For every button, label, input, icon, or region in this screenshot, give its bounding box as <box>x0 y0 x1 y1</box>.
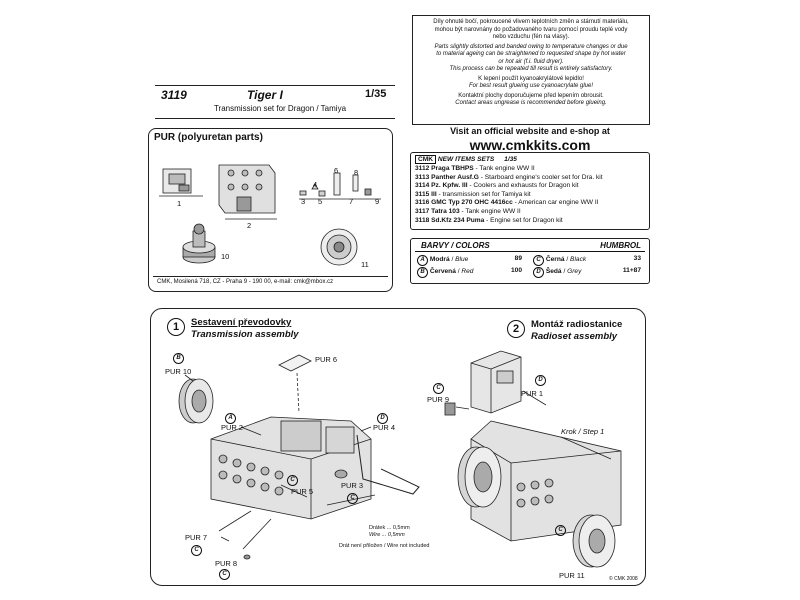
new-items-scale: 1/35 <box>504 156 517 163</box>
label-pur3: PUR 3 <box>341 481 364 490</box>
color-marker-c: C <box>347 493 358 504</box>
part-10 <box>182 223 216 264</box>
step2-title-cz: Montáž radiostanice <box>531 319 623 330</box>
color-marker-c: C <box>555 525 566 536</box>
parts-title: PUR (polyuretan parts) <box>154 132 263 143</box>
wire-note: Wire ... 0,5mm <box>369 532 405 538</box>
step1-title-cz: Sestavení převodovky <box>191 317 292 328</box>
color-row: B Červená / Red 100 <box>417 267 522 278</box>
colors-box: BARVY / COLORS HUMBROL A Modrá / Blue 89… <box>410 238 650 284</box>
list-item: 3118 Sd.Kfz 234 Puma - Engine set for Dr… <box>415 216 563 224</box>
step-number-2: 2 <box>507 320 525 338</box>
colors-header: BARVY / COLORS <box>421 241 490 250</box>
color-marker-d: D <box>535 375 546 386</box>
label-pur11: PUR 11 <box>559 571 585 580</box>
list-item: 3115 III - transmission set for Tamiya k… <box>415 190 531 198</box>
model-name: Tiger I <box>247 88 283 102</box>
product-code: 3119 <box>161 88 187 102</box>
warning-line: Contact areas ungrease is recommended be… <box>455 100 607 106</box>
parts-box: PUR (polyuretan parts) <box>148 128 393 292</box>
color-row: D Šedá / Grey 11+87 <box>533 267 641 278</box>
part-number: 10 <box>221 252 230 261</box>
part-11 <box>320 228 358 266</box>
parts-drawing <box>159 164 381 266</box>
part-number: 5 <box>318 197 323 206</box>
list-item: 3117 Tatra 103 - Tank engine WW II <box>415 207 521 215</box>
warning-line: mohou být narovnány do požadovaného tvar… <box>434 26 628 33</box>
warning-line: K lepení použít kyanoakrylátové lepidlo! <box>478 75 584 82</box>
parts-3-9 <box>299 172 381 200</box>
warning-line: Kontaktní plochy doporučujeme před lepen… <box>458 92 604 99</box>
warning-line: For best result glueing use cyanoacrylat… <box>468 83 594 89</box>
part-number: 2 <box>247 221 252 230</box>
part-number: 7 <box>349 197 354 206</box>
color-marker-c: C <box>219 569 230 580</box>
label-pur5: PUR 5 <box>291 487 314 496</box>
list-item: 3113 Panther Ausf.G - Starboard engine's… <box>415 173 603 181</box>
color-marker-c: C <box>287 475 298 486</box>
website-url[interactable]: www.cmkkits.com <box>469 137 591 153</box>
color-row: A Modrá / Blue 89 <box>417 255 522 266</box>
label-pur1: PUR 1 <box>521 389 544 398</box>
assembly-box: 1 Sestavení převodovky Transmission asse… <box>150 308 646 586</box>
title-box: 3119 Tiger I 1/35 Transmission set for D… <box>155 85 395 119</box>
color-marker-a: A <box>225 413 236 424</box>
label-step-ref: Krok / Step 1 <box>561 427 605 436</box>
part-number: 11 <box>361 260 369 269</box>
label-pur10: PUR 10 <box>165 367 192 376</box>
warning-line: Parts slightly distorted and banded owin… <box>434 43 628 50</box>
color-marker-c: C <box>191 545 202 556</box>
warning-line: to material ageing can be straightened t… <box>436 51 626 57</box>
scale-label: 1/35 <box>365 88 387 100</box>
label-pur2: PUR 2 <box>221 423 244 432</box>
part-number: 1 <box>177 199 182 208</box>
list-item: 3114 Pz. Kpfw. III - Coolers and exhaust… <box>415 182 579 190</box>
new-items-header: NEW ITEMS SETS <box>437 156 495 163</box>
website-line: Visit an official website and e-shop at <box>450 126 610 136</box>
color-row: C Černá / Black 33 <box>533 255 641 266</box>
part-number: 9 <box>375 197 380 206</box>
new-items-box: CMK NEW ITEMS SETS 1/35 3112 Praga TBHPS… <box>410 152 650 230</box>
label-pur8: PUR 8 <box>215 559 238 568</box>
warning-line: nebo vzduchu (fén na vlasy). <box>492 34 570 40</box>
step-number-1: 1 <box>167 318 185 336</box>
humbrol-header: HUMBROL <box>600 241 641 250</box>
step2-title-en: Radioset assembly <box>531 331 618 342</box>
warning-line: Díly ohnuté bočí, pokroucené vlivem tepl… <box>433 19 629 25</box>
label-pur4: PUR 4 <box>373 423 396 432</box>
warning-line: or hot air (f.i. fluid dryer). <box>498 58 564 65</box>
part-number: 8 <box>354 168 359 177</box>
subtitle: Transmission set for Dragon / Tamiya <box>213 104 347 113</box>
list-item: 3116 GMC Typ 270 OHC 4416cc - American c… <box>415 199 599 207</box>
copyright: © CMK 2008 <box>609 576 638 582</box>
part-2 <box>218 164 277 220</box>
wire-note: Drátek ... 0,5mm <box>369 525 410 531</box>
warning-box: Díly ohnuté bočí, pokroucené vlivem tepl… <box>412 15 650 125</box>
wire-note: Drát není přiložen / Wire not included <box>339 543 430 549</box>
cmk-logo: CMK <box>415 155 437 164</box>
list-item: 3112 Praga TBHPS - Tank engine WW II <box>415 165 535 172</box>
label-pur9: PUR 9 <box>427 395 450 404</box>
website-promo: Visit an official website and e-shop at … <box>405 126 655 153</box>
radioset-diagram <box>444 350 622 568</box>
color-marker-b: B <box>173 353 184 364</box>
parts-footer: CMK, Mosilená 718, CZ - Praha 9 - 190 00… <box>157 279 334 285</box>
part-number: 3 <box>301 197 306 206</box>
assembly-drawing <box>178 350 622 568</box>
step1-title-en: Transmission assembly <box>191 329 299 340</box>
warning-line: This process can be repeated till result… <box>449 66 613 72</box>
part-number: 6 <box>334 166 339 175</box>
part-1 <box>159 168 203 197</box>
color-marker-c: C <box>433 383 444 394</box>
label-pur6: PUR 6 <box>315 355 338 364</box>
transmission-diagram <box>178 354 420 560</box>
label-pur7: PUR 7 <box>185 533 208 542</box>
part-number: 4 <box>313 180 318 189</box>
color-marker-d: D <box>377 413 388 424</box>
